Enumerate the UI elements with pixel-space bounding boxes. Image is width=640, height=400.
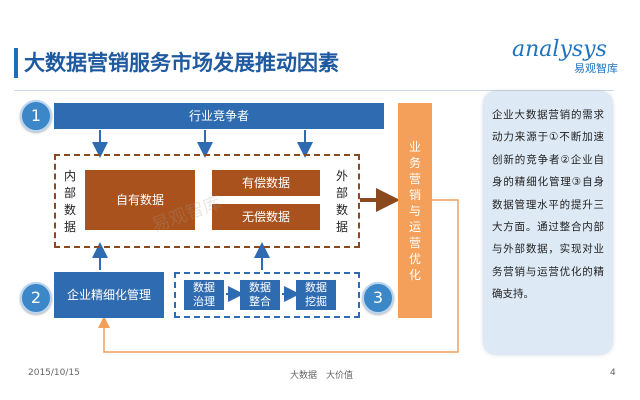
own-data-box: 自有数据 xyxy=(85,170,195,230)
paid-data-box: 有偿数据 xyxy=(212,170,320,196)
logo-chinese-name: 易观智库 xyxy=(574,62,618,75)
free-data-box: 无偿数据 xyxy=(212,204,320,230)
title-divider xyxy=(14,90,614,91)
summary-panel xyxy=(484,92,612,354)
page-title: 大数据营销服务市场发展推动因素 xyxy=(24,51,339,75)
logo-wordmark: analysys xyxy=(512,37,607,62)
competitors-bar: 行业竞争者 xyxy=(54,103,384,129)
step-integration: 数据 整合 xyxy=(240,280,280,310)
page-number: 4 xyxy=(610,368,616,378)
marker-1: 1 xyxy=(20,100,52,132)
feedback-loop xyxy=(98,199,459,353)
outcome-column: 业 务 营 销 与 运 营 优 化 xyxy=(398,103,432,318)
summary-text: 企业大数据营销的需求动力来源于①不断加速创新的竞争者②企业自身的精细化管理③自身… xyxy=(492,109,604,301)
marker-2: 2 xyxy=(20,282,52,314)
marker-3: 3 xyxy=(362,282,394,314)
data-sources-frame xyxy=(54,154,360,248)
title-accent-bar xyxy=(14,48,18,78)
external-data-label: 外 部 数 据 xyxy=(335,169,348,234)
footer-date: 2015/10/15 xyxy=(28,368,80,378)
analysys-logo: analysys 易观智库 xyxy=(512,38,622,76)
step-governance: 数据 治理 xyxy=(184,280,224,310)
fine-management-box: 企业精细化管理 xyxy=(54,272,164,318)
data-steps-frame xyxy=(174,272,360,318)
internal-data-label: 内 部 数 据 xyxy=(63,169,76,234)
footer-tagline: 大数据 大价值 xyxy=(290,371,354,381)
step-mining: 数据 挖掘 xyxy=(296,280,336,310)
